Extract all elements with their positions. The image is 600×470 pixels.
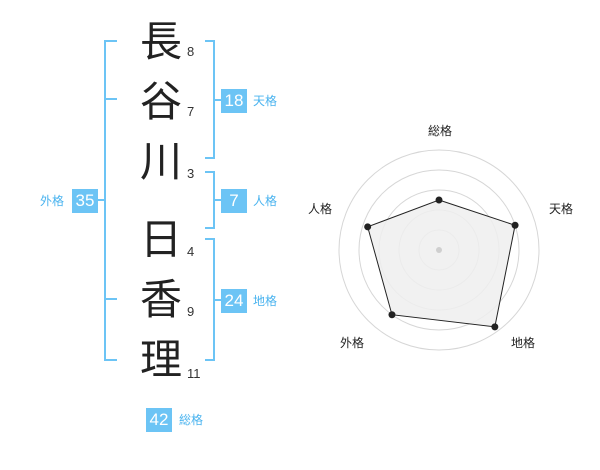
radar-ring-2 [358, 169, 520, 331]
stroke-count-5: 9 [187, 304, 195, 319]
radar-label-tenkaku: 天格 [549, 202, 574, 216]
kanji-5: 香 [139, 275, 182, 324]
radar-center-dot [436, 247, 442, 253]
tenkaku-value: 18 [221, 89, 247, 113]
radar-ring-5 [418, 229, 460, 271]
radar-point-jinkaku [364, 223, 372, 231]
kanji-1: 長 [139, 17, 182, 66]
radar-point-tenkaku [511, 221, 519, 229]
radar-ring-1 [338, 149, 540, 351]
stroke-count-1: 8 [187, 44, 195, 59]
jinkaku-label: 人格 [253, 194, 278, 208]
stroke-count-6: 11 [187, 366, 201, 381]
chikaku-value: 24 [221, 289, 247, 313]
radar-ring-3 [378, 189, 500, 311]
gaikaku-bracket [104, 40, 117, 361]
tenkaku-label: 天格 [253, 94, 278, 108]
chikaku-label: 地格 [253, 294, 278, 308]
soukaku-label: 総格 [179, 413, 204, 427]
radar-label-jinkaku: 人格 [308, 202, 333, 216]
kanji-4: 日 [139, 215, 182, 264]
radar-point-chikaku [491, 323, 499, 331]
soukaku-value: 42 [146, 408, 172, 432]
radar-polygon [367, 199, 516, 328]
stroke-count-3: 3 [187, 166, 195, 181]
stroke-count-4: 4 [187, 244, 195, 259]
radar-ring-4 [398, 209, 480, 291]
stroke-count-2: 7 [187, 104, 195, 119]
radar-label-soukaku: 総格 [428, 124, 453, 138]
radar-point-soukaku [435, 196, 443, 204]
radar-label-chikaku: 地格 [511, 336, 536, 350]
kanji-3: 川 [139, 137, 182, 186]
gaikaku-label: 外格 [40, 194, 65, 208]
gaikaku-value: 35 [72, 189, 98, 213]
radar-label-gaikaku: 外格 [340, 336, 365, 350]
kanji-6: 理 [139, 335, 182, 384]
jinkaku-value: 7 [221, 189, 247, 213]
radar-point-gaikaku [388, 311, 396, 319]
kanji-2: 谷 [139, 77, 182, 126]
